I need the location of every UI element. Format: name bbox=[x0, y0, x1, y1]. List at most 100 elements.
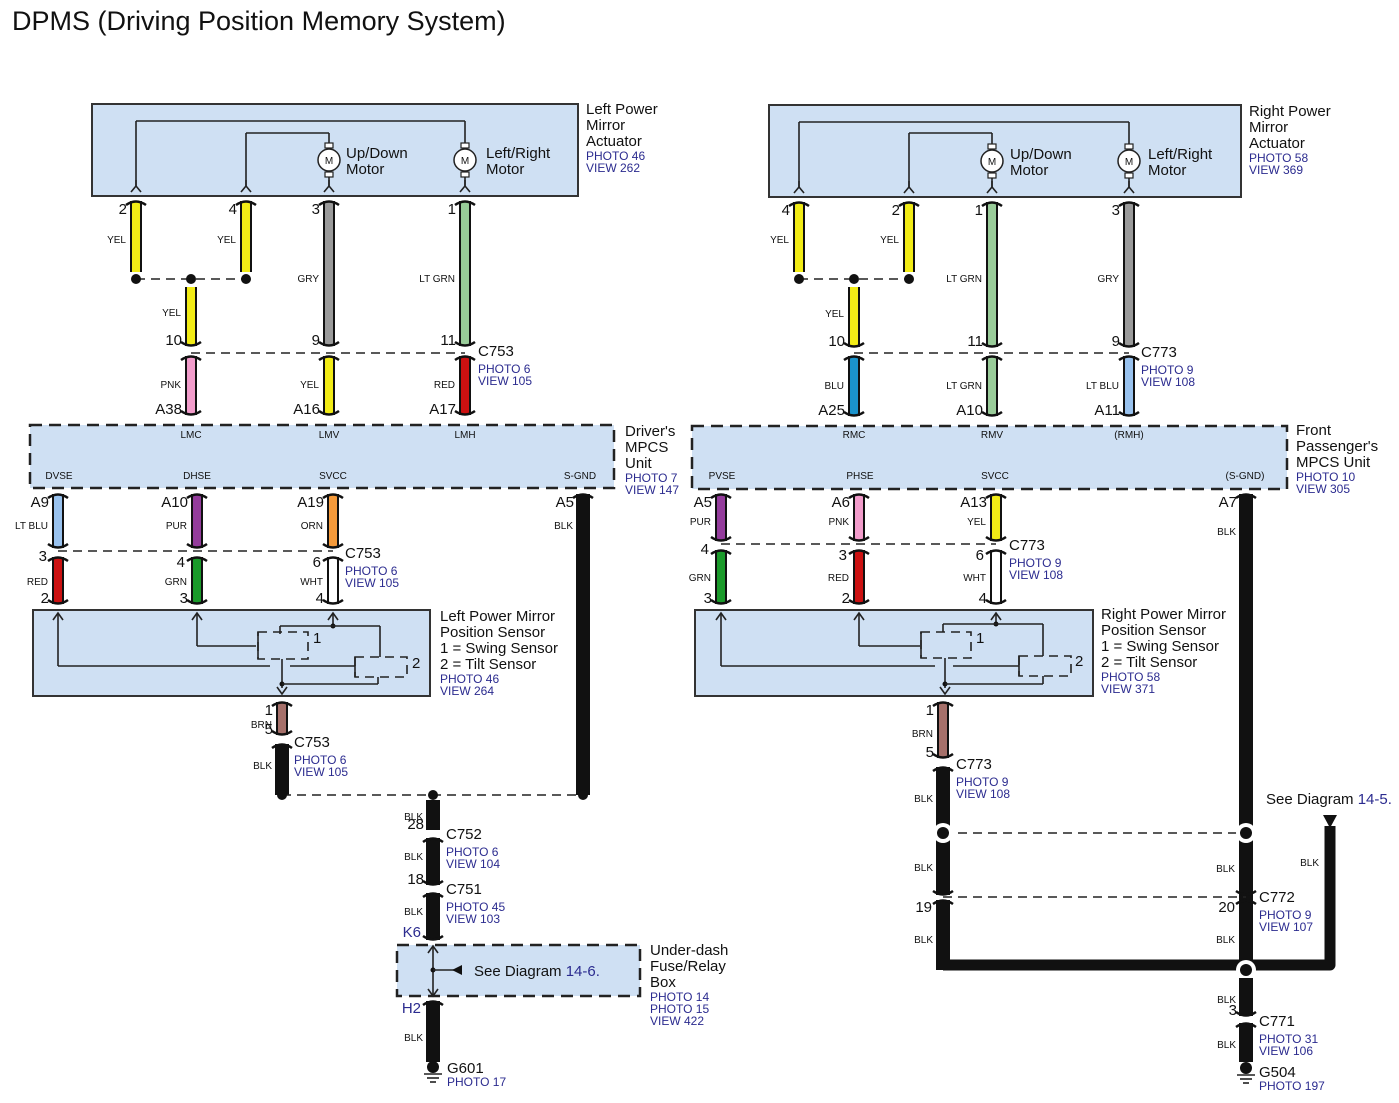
component-name: Unit bbox=[625, 455, 653, 472]
motor-brush-icon bbox=[987, 143, 997, 150]
motor-brush-icon bbox=[987, 172, 997, 179]
see-diagram-ref-link[interactable]: 14-5. bbox=[1358, 791, 1392, 808]
connector-ref-link: PHOTO 6 bbox=[446, 845, 499, 859]
pin-number: 4 bbox=[316, 590, 324, 607]
pin-number: 1 bbox=[926, 702, 934, 719]
tilt-sensor-element bbox=[1018, 655, 1072, 677]
connector-cap bbox=[180, 409, 202, 416]
connector-id: C772 bbox=[1259, 889, 1295, 906]
mpcs-pin-name: DVSE bbox=[45, 471, 73, 482]
splice-ring-center bbox=[1240, 827, 1252, 839]
wire-R-blk-low-outline bbox=[936, 900, 950, 970]
splice-dot bbox=[849, 274, 859, 284]
mpcs-pin-name: SVCC bbox=[319, 471, 347, 482]
pin-number: 4 bbox=[229, 201, 237, 218]
connector-cap bbox=[318, 355, 340, 362]
wire-color-label: BLK bbox=[1217, 527, 1236, 538]
wire-color-label: RED bbox=[434, 380, 455, 391]
motor-name: Motor bbox=[1010, 162, 1048, 179]
pin-number: 3 bbox=[312, 201, 320, 218]
wire-R-s-red bbox=[855, 550, 863, 604]
connector-cap bbox=[710, 535, 732, 542]
wire-color-label: BLK bbox=[404, 1033, 423, 1044]
see-diagram-ref-link[interactable]: 14-6. bbox=[566, 963, 600, 980]
pin-number: 4 bbox=[177, 554, 185, 571]
component-ref-link: PHOTO 14 bbox=[650, 990, 709, 1004]
connector-ref-link: VIEW 105 bbox=[478, 374, 532, 388]
wire-L-lmh bbox=[461, 356, 469, 415]
wire-color-label: GRY bbox=[298, 274, 320, 285]
connector-cap bbox=[985, 493, 1007, 500]
wire-R-pvse bbox=[717, 494, 725, 541]
mpcs-pin-name: LMV bbox=[319, 430, 340, 441]
pin-number: 11 bbox=[440, 332, 456, 349]
wire-color-label: BLK bbox=[914, 935, 933, 946]
pin-number: 2 bbox=[119, 201, 127, 218]
see-diagram-link[interactable]: See Diagram 14-6. bbox=[474, 963, 600, 980]
wire-R-svcc bbox=[992, 494, 1000, 541]
wire-color-label: LT GRN bbox=[946, 381, 982, 392]
splice-dot bbox=[241, 274, 251, 284]
component-ref-link: VIEW 371 bbox=[1101, 682, 1155, 696]
wire-L-gnd1-outline bbox=[426, 800, 440, 830]
component-name: Actuator bbox=[1249, 135, 1305, 152]
terminal-fork-icon bbox=[1123, 181, 1135, 194]
connector-ref-link: PHOTO 6 bbox=[478, 362, 531, 376]
connector-cap bbox=[322, 598, 344, 605]
pin-arrow-icon bbox=[939, 686, 951, 696]
component-name: 1 = Swing Sensor bbox=[440, 640, 558, 657]
connector-ref-link: PHOTO 45 bbox=[446, 900, 505, 914]
wire-R-act4 bbox=[795, 202, 803, 272]
pin-number: A10 bbox=[956, 402, 983, 419]
terminal-fork-icon bbox=[323, 180, 335, 193]
wire-L-act3 bbox=[325, 201, 333, 346]
connector-cap bbox=[322, 556, 344, 563]
pin-number: 9 bbox=[1112, 333, 1120, 350]
pin-number: 19 bbox=[915, 899, 932, 916]
wire-color-label: BLK bbox=[1216, 935, 1235, 946]
tilt-sensor-element bbox=[354, 656, 408, 678]
wire-L-dhse bbox=[193, 494, 201, 548]
connector-cap bbox=[47, 556, 69, 563]
connector-id: C771 bbox=[1259, 1013, 1295, 1030]
connector-cap bbox=[271, 743, 293, 750]
motor-brush-icon bbox=[460, 142, 470, 149]
wire-L-dvse bbox=[54, 494, 62, 548]
connector-ref-link: PHOTO 6 bbox=[345, 564, 398, 578]
pin-number: 3 bbox=[839, 547, 847, 564]
splice-dot bbox=[277, 790, 287, 800]
pin-arrow-icon bbox=[427, 944, 439, 954]
pin-number: A38 bbox=[155, 401, 182, 418]
ground-icon bbox=[427, 1061, 439, 1073]
motor-icon bbox=[453, 148, 477, 172]
pin-number: 6 bbox=[313, 554, 321, 571]
wire-R-rmv bbox=[988, 356, 996, 416]
pin-number: A10 bbox=[161, 494, 188, 511]
pin-number: 5 bbox=[265, 721, 273, 738]
pin-number: A6 bbox=[832, 494, 850, 511]
see-diagram-link[interactable]: See Diagram 14-5. bbox=[1266, 791, 1392, 808]
ground-id: G504 bbox=[1259, 1064, 1296, 1081]
wire-color-label: BLK bbox=[404, 852, 423, 863]
motor-name: Motor bbox=[1148, 162, 1186, 179]
terminal-fork-icon bbox=[459, 180, 471, 193]
motor-brush-icon bbox=[460, 171, 470, 178]
connector-cap bbox=[454, 200, 476, 207]
connector-cap bbox=[1235, 1010, 1257, 1017]
connector-id: C773 bbox=[1009, 537, 1045, 554]
wire-color-label: YEL bbox=[770, 235, 789, 246]
wire-L-s-wht bbox=[329, 557, 337, 604]
wire-color-label: YEL bbox=[967, 517, 986, 528]
component-ref-link: PHOTO 7 bbox=[625, 471, 678, 485]
wire-L-gnd4-outline bbox=[426, 1001, 440, 1062]
wire-color-label: GRY bbox=[1098, 274, 1120, 285]
connector-ref-link: VIEW 107 bbox=[1259, 920, 1313, 934]
wire-color-label: BLK bbox=[914, 863, 933, 874]
component-name: Left Power Mirror bbox=[440, 608, 555, 625]
mpcs-pin-name: (RMH) bbox=[1114, 430, 1143, 441]
mpcs-pin-name: S-GND bbox=[564, 471, 596, 482]
pin-number: A9 bbox=[31, 494, 49, 511]
splice-dot bbox=[131, 274, 141, 284]
connector-id: C753 bbox=[345, 545, 381, 562]
connector-cap bbox=[186, 598, 208, 605]
